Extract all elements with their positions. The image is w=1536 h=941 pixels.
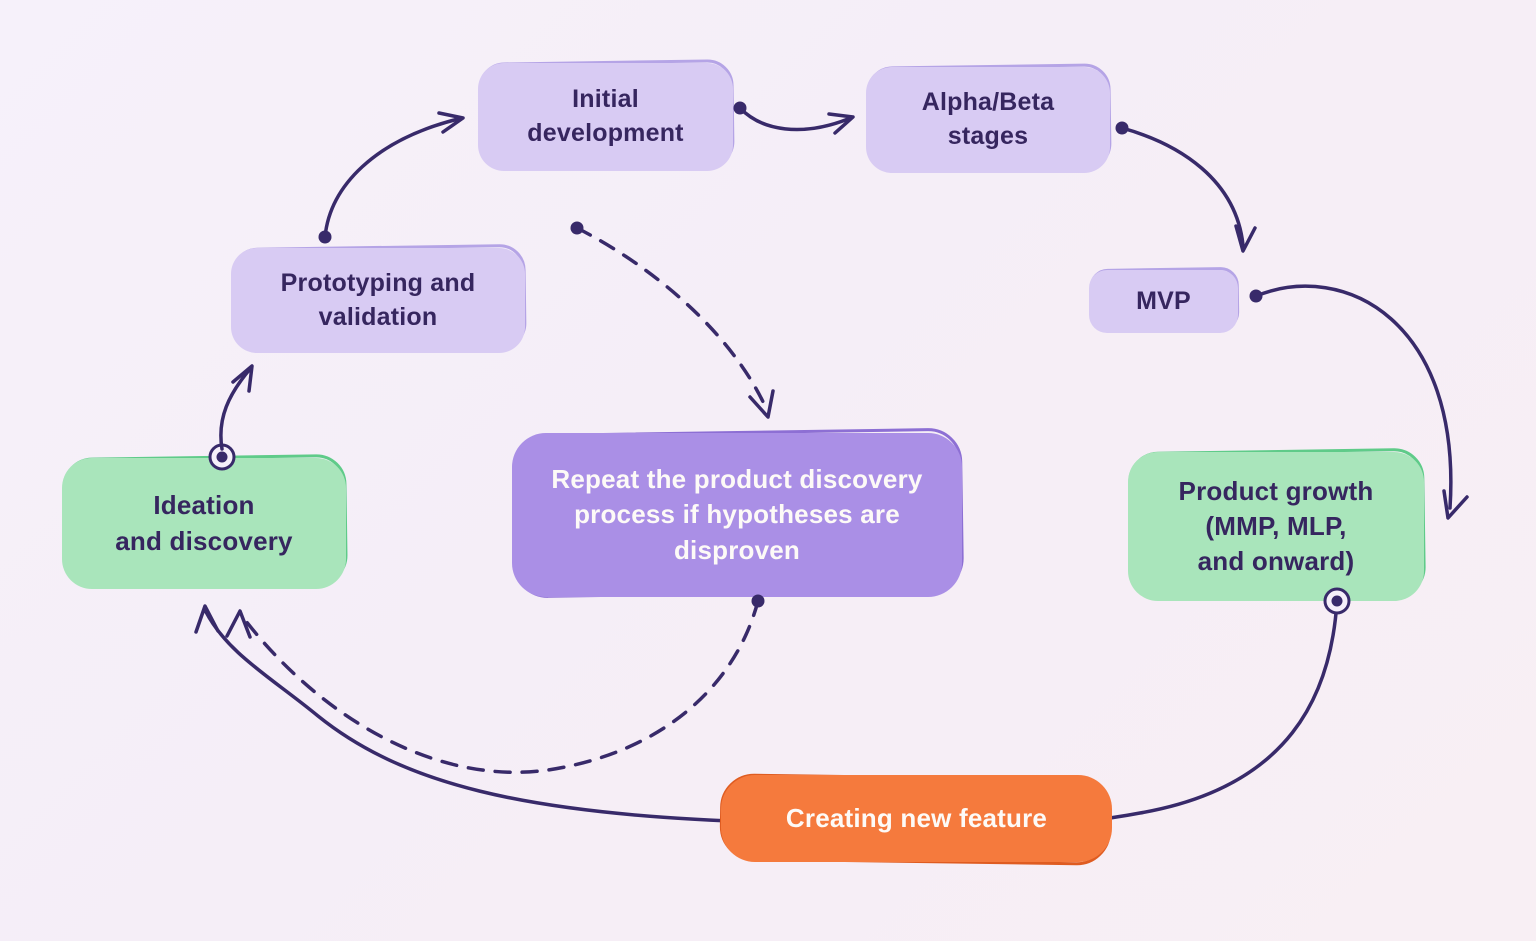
node-ideation-discovery: Ideation and discovery [62,458,346,589]
node-initial-development-label: Initial development [527,85,684,147]
node-prototyping-validation-label: Prototyping and validation [280,268,476,331]
node-repeat-discovery-label: Repeat the product discovery process if … [551,464,923,565]
node-initial-development: Initial development [478,63,733,171]
node-creating-new-feature: Creating new feature [721,775,1112,862]
node-prototyping-validation: Prototyping and validation [231,248,525,353]
node-product-growth: Product growth (MMP, MLP, and onward) [1128,452,1424,601]
node-mvp: MVP [1089,270,1238,333]
node-mvp-label: MVP [1136,286,1191,315]
node-creating-new-feature-label: Creating new feature [785,802,1048,833]
node-alpha-beta-stages-label: Alpha/Beta stages [921,88,1055,150]
node-alpha-beta-stages: Alpha/Beta stages [866,67,1110,173]
node-ideation-discovery-label: Ideation and discovery [115,490,293,556]
node-product-growth-label: Product growth (MMP, MLP, and onward) [1178,475,1374,577]
node-repeat-discovery: Repeat the product discovery process if … [512,433,962,597]
